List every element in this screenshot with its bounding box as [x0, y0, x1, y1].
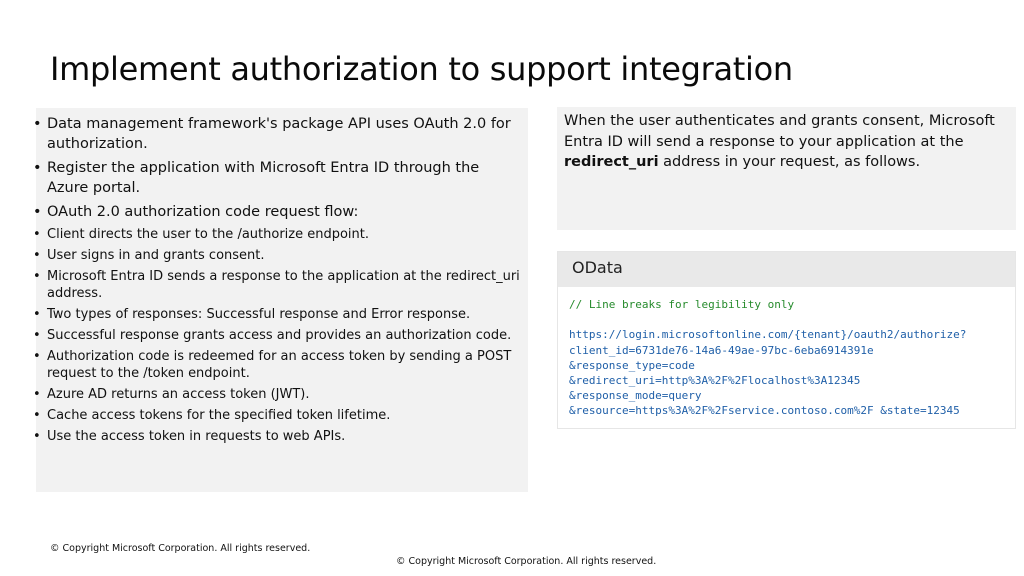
code-language-label: OData [558, 252, 1015, 287]
bullet-text: Authorization code is redeemed for an ac… [47, 349, 512, 381]
bullet-text: Successful response grants access and pr… [47, 328, 512, 343]
bullet-item: OAuth 2.0 authorization code request flo… [33, 202, 528, 222]
bullet-item: Client directs the user to the /authoriz… [33, 226, 528, 243]
bullet-item: Data management framework's package API … [33, 114, 528, 154]
code-resource-line: &resource=https%3A%2F%2Fservice.contoso.… [569, 404, 960, 418]
bullet-item: Microsoft Entra ID sends a response to t… [33, 268, 528, 302]
code-client-line: client_id=6731de76-14a6-49ae-97bc-6eba69… [569, 343, 874, 357]
bullet-item: Two types of responses: Successful respo… [33, 306, 528, 323]
code-response-mode-line: &response_mode=query [569, 389, 702, 403]
bullet-item: Use the access token in requests to web … [33, 428, 528, 445]
copyright-left: © Copyright Microsoft Corporation. All r… [50, 543, 311, 554]
bullet-text: Use the access token in requests to web … [47, 429, 346, 444]
slide-title: Implement authorization to support integ… [50, 50, 793, 88]
description-text-bold: redirect_uri [564, 154, 659, 170]
bullet-text: User signs in and grants consent. [47, 248, 265, 263]
code-response-type-line: &response_type=code [569, 358, 695, 372]
bullet-item: User signs in and grants consent. [33, 247, 528, 264]
bullet-list: Data management framework's package API … [33, 114, 528, 445]
bullet-item: Successful response grants access and pr… [33, 327, 528, 344]
bullet-text: Microsoft Entra ID sends a response to t… [47, 269, 520, 301]
bullet-item: Cache access tokens for the specified to… [33, 407, 528, 424]
copyright-center: © Copyright Microsoft Corporation. All r… [396, 556, 657, 567]
code-url-line: https://login.microsoftonline.com/{tenan… [569, 328, 967, 342]
description-text-start: When the user authenticates and grants c… [564, 113, 995, 150]
code-body[interactable]: // Line breaks for legibility only https… [558, 287, 1015, 419]
bullet-text: Two types of responses: Successful respo… [47, 307, 471, 322]
description-text-end: address in your request, as follows. [658, 154, 921, 170]
bullet-text: Cache access tokens for the specified to… [47, 408, 391, 423]
code-comment: // Line breaks for legibility only [569, 298, 795, 311]
bullet-text: Client directs the user to the /authoriz… [47, 227, 370, 242]
code-redirect-line: &redirect_uri=http%3A%2F%2Flocalhost%3A1… [569, 374, 861, 388]
description-panel: When the user authenticates and grants c… [557, 107, 1016, 230]
bullet-panel: Data management framework's package API … [33, 108, 528, 492]
bullet-text: OAuth 2.0 authorization code request flo… [47, 204, 359, 220]
bullet-item: Register the application with Microsoft … [33, 158, 528, 198]
bullet-text: Data management framework's package API … [47, 116, 511, 152]
code-block: OData // Line breaks for legibility only… [557, 251, 1016, 429]
bullet-text: Azure AD returns an access token (JWT). [47, 387, 310, 402]
bullet-item: Authorization code is redeemed for an ac… [33, 348, 528, 382]
bullet-item: Azure AD returns an access token (JWT). [33, 386, 528, 403]
bullet-text: Register the application with Microsoft … [47, 160, 480, 196]
